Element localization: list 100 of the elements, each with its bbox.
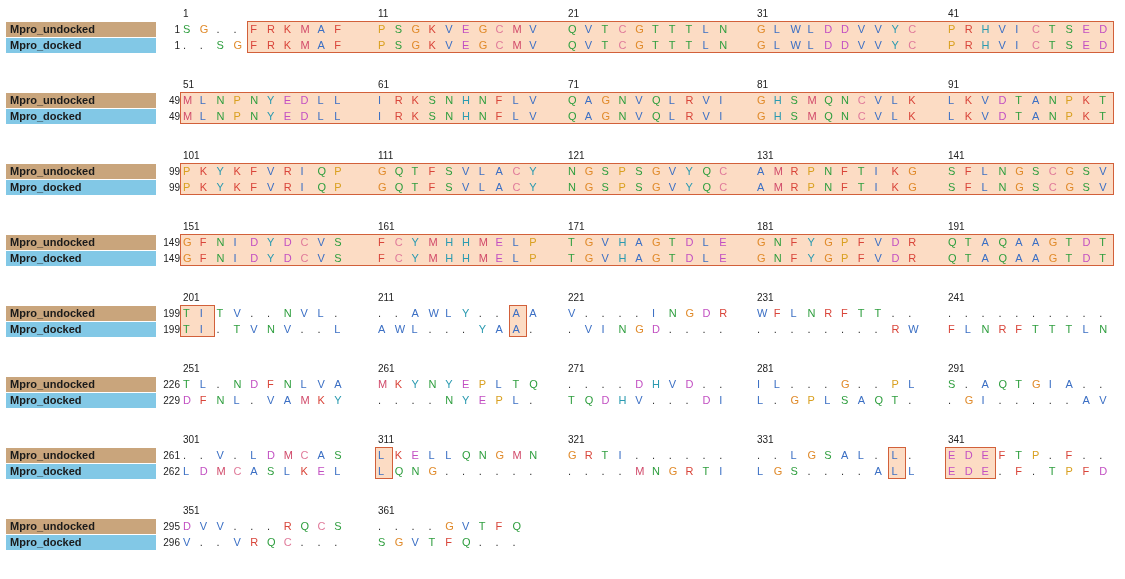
sequence-text: T I T V . . N V L .: [183, 306, 339, 321]
sequence-text: . . . . . . . . R W: [757, 322, 920, 337]
sequence-name-tag: Mpro_docked: [6, 393, 156, 408]
residue-number: 262: [162, 466, 180, 478]
sequence-text: M L N P N Y E D L L: [183, 109, 342, 124]
position-number: 271: [568, 363, 585, 375]
sequence-text: . V I N G D . . . .: [568, 322, 724, 337]
sequence-text: S . A Q T G I A . .: [948, 377, 1104, 392]
residue-number: 1: [173, 24, 180, 36]
position-number: 131: [757, 150, 774, 162]
position-number: 231: [757, 292, 774, 304]
position-number: 201: [183, 292, 200, 304]
sequence-text: . . . . G V T F Q: [378, 519, 522, 534]
sequence-name-tag: Mpro_docked: [6, 464, 156, 479]
residue-number: 261: [162, 450, 180, 462]
sequence-text: . G I . . . . . A V: [948, 393, 1108, 408]
sequence-text: Q A G N V Q L R V I: [568, 93, 724, 108]
sequence-text: G R T I . . . . . .: [568, 448, 724, 463]
sequence-name-tag: Mpro_docked: [6, 109, 156, 124]
position-number: 1: [183, 8, 189, 20]
sequence-name-tag: Mpro_undocked: [6, 377, 156, 392]
sequence-text: G N F Y G P F V D R: [757, 251, 918, 266]
sequence-text: A M R P N F T I K G: [757, 180, 918, 195]
position-number: 141: [948, 150, 965, 162]
sequence-text: W F L N R F T T . .: [757, 306, 913, 321]
position-number: 221: [568, 292, 585, 304]
sequence-text: G L W L D D V V Y C: [757, 38, 918, 53]
position-number: 191: [948, 221, 965, 233]
sequence-name-tag: Mpro_undocked: [6, 93, 156, 108]
residue-number: 226: [162, 379, 180, 391]
sequence-text: Q T A Q A A G T D T: [948, 251, 1107, 266]
residue-number: 199: [162, 308, 180, 320]
sequence-text: D V V . . . R Q C S: [183, 519, 343, 534]
position-number: 111: [378, 150, 394, 162]
sequence-name-tag: Mpro_undocked: [6, 235, 156, 250]
sequence-text: G F N I D Y D C V S: [183, 251, 343, 266]
sequence-text: G Q T F S V L A C Y: [378, 180, 538, 195]
position-number: 41: [948, 8, 960, 20]
sequence-text: G F N I D Y D C V S: [183, 235, 343, 250]
position-number: 311: [378, 434, 394, 446]
position-number: 321: [568, 434, 585, 446]
sequence-text: L G S . . . . A L L: [757, 464, 916, 479]
sequence-text: T L . N D F N L V A: [183, 377, 343, 392]
sequence-text: . . . . D H V D . .: [568, 377, 724, 392]
sequence-name-tag: Mpro_docked: [6, 535, 156, 550]
sequence-text: L K V D T A N P K T: [948, 93, 1107, 108]
sequence-text: Q A G N V Q L R V I: [568, 109, 724, 124]
sequence-text: . . S G F R K M A F: [183, 38, 342, 53]
position-number: 351: [183, 505, 200, 517]
position-number: 211: [378, 292, 394, 304]
residue-number: 149: [162, 253, 180, 265]
sequence-text: T I . T V N V . . L: [183, 322, 342, 337]
sequence-text: A M R P N F T I K G: [757, 164, 918, 179]
sequence-text: M L N P N Y E D L L: [183, 93, 342, 108]
sequence-name-tag: Mpro_docked: [6, 38, 156, 53]
residue-number: 1: [173, 40, 180, 52]
sequence-name-tag: Mpro_docked: [6, 251, 156, 266]
sequence-name-tag: Mpro_docked: [6, 322, 156, 337]
sequence-text: D F N L . V A M K Y: [183, 393, 343, 408]
position-number: 281: [757, 363, 774, 375]
position-number: 361: [378, 505, 395, 517]
residue-number: 229: [162, 395, 180, 407]
sequence-text: M K Y N Y E P L T Q: [378, 377, 539, 392]
sequence-text: V . . V R Q C . . .: [183, 535, 339, 550]
sequence-text: P R H V I C T S E D: [948, 38, 1109, 53]
sequence-name-tag: Mpro_undocked: [6, 164, 156, 179]
sequence-text: V . . . . I N G D R: [568, 306, 729, 321]
position-number: 341: [948, 434, 965, 446]
sequence-text: Q T A Q A A G T D T: [948, 235, 1107, 250]
sequence-text: A W L . . . Y A A .: [378, 322, 534, 337]
position-number: 291: [948, 363, 965, 375]
sequence-text: L Q N G . . . . . .: [378, 464, 534, 479]
sequence-text: E D E F T P . F . .: [948, 448, 1104, 463]
sequence-text: P K Y K F V R I Q P: [183, 164, 343, 179]
residue-number: 99: [167, 182, 180, 194]
position-number: 151: [183, 221, 200, 233]
sequence-text: G L W L D D V V Y C: [757, 22, 918, 37]
position-number: 331: [757, 434, 774, 446]
sequence-text: F C Y M H H M E L P: [378, 235, 538, 250]
sequence-text: F C Y M H H M E L P: [378, 251, 538, 266]
residue-number: 49: [167, 95, 180, 107]
sequence-name-tag: Mpro_undocked: [6, 448, 156, 463]
sequence-text: E D E . F . T P F D: [948, 464, 1109, 479]
sequence-text: S G . . F R K M A F: [183, 22, 342, 37]
sequence-text: I R K S N H N F L V: [378, 109, 538, 124]
residue-number: 199: [162, 324, 180, 336]
position-number: 181: [757, 221, 774, 233]
position-number: 171: [568, 221, 585, 233]
sequence-name-tag: Mpro_docked: [6, 180, 156, 195]
sequence-text: S F L N G S C G S V: [948, 164, 1108, 179]
sequence-text: L D M C A S L K E L: [183, 464, 342, 479]
position-number: 241: [948, 292, 965, 304]
sequence-text: G N F Y G P F V D R: [757, 235, 918, 250]
position-number: 21: [568, 8, 580, 20]
residue-number: 49: [167, 111, 180, 123]
position-number: 61: [378, 79, 390, 91]
position-number: 11: [378, 8, 389, 20]
position-number: 301: [183, 434, 200, 446]
sequence-text: Q V T C G T T T L N: [568, 22, 729, 37]
sequence-text: G H S M Q N C V L K: [757, 93, 917, 108]
